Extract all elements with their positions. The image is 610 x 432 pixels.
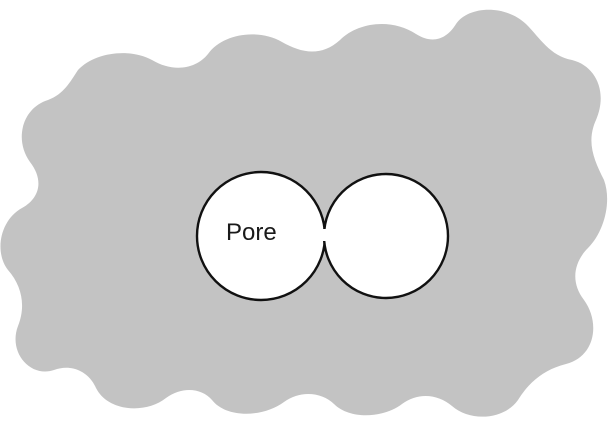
pore-neck bbox=[320, 229, 328, 241]
pore-right-circle bbox=[322, 172, 450, 300]
pore-label: Pore bbox=[226, 219, 277, 246]
